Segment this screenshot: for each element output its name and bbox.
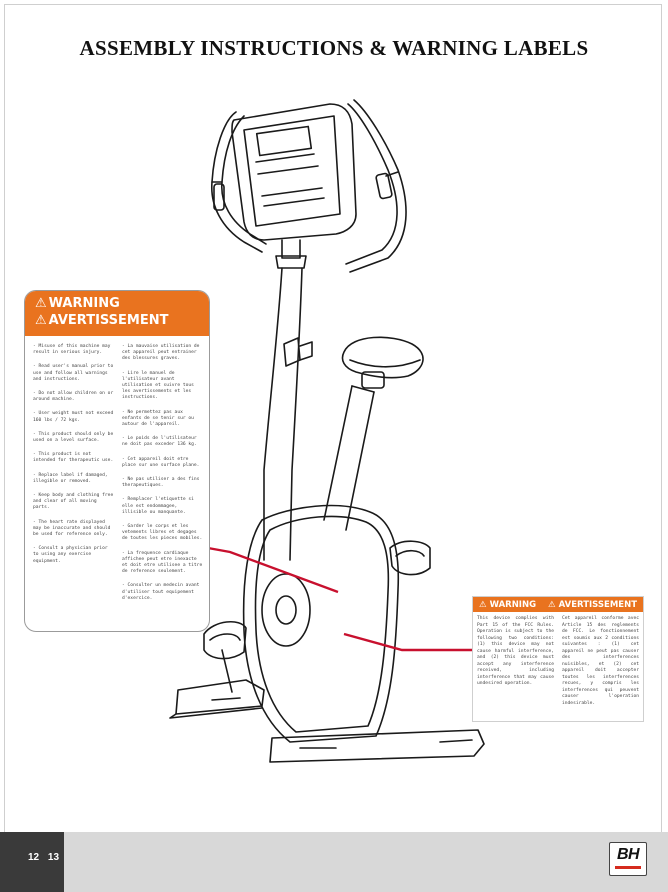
fcc-text-fr: Cet appareil conforme avec Article 15 de…: [562, 616, 639, 706]
warning-triangle-icon: ⚠: [548, 599, 556, 610]
warning-item: - Replace label if damaged, illegible or…: [33, 472, 108, 484]
warning-label-fcc-header: ⚠ WARNING ⚠ AVERTISSEMENT: [473, 597, 643, 612]
warning-item: - Misuse of this machine may result in s…: [33, 344, 111, 356]
warning-item: - Remplacer l'etiquette si elle est endo…: [122, 497, 194, 515]
warning-item: - This product is not intended for thera…: [33, 452, 114, 464]
warning-heading-en: WARNING: [48, 296, 120, 311]
fcc-heading-en: WARNING: [489, 599, 537, 610]
warning-items-fr: - La mauvaise utilisation de cet apparei…: [122, 344, 203, 610]
page-number-right: 13: [47, 852, 60, 863]
bh-logo: BH: [609, 842, 647, 876]
warning-item: - Lire le manuel de l'utilisateur avant …: [122, 370, 194, 401]
warning-item: - Read user's manual prior to use and fo…: [33, 364, 114, 382]
page-numbers: 12 13: [28, 852, 65, 863]
warning-heading-fr: AVERTISSEMENT: [48, 313, 169, 328]
warning-label-main: ⚠ WARNING ⚠ AVERTISSEMENT - Misuse of th…: [24, 290, 210, 632]
fcc-heading-fr: AVERTISSEMENT: [558, 599, 637, 610]
fcc-text-en: This device complies with Part 15 of the…: [477, 616, 554, 686]
warning-item: - La mauvaise utilisation de cet apparei…: [122, 344, 200, 362]
warning-item: - Le poids de l'utilisateur ne doit pas …: [122, 436, 197, 448]
warning-item: - Consult a physician prior to using any…: [33, 546, 108, 564]
warning-item: - The heart rate displayed may be inaccu…: [33, 519, 111, 538]
bh-logo-text: BH: [616, 846, 640, 863]
warning-item: - Consulter un medecin avant d'utiliser …: [122, 583, 200, 601]
warning-item: - La frequence cardiaque affichee peut e…: [122, 550, 203, 575]
warning-triangle-icon: ⚠: [35, 296, 47, 311]
warning-label-fcc: ⚠ WARNING ⚠ AVERTISSEMENT This device co…: [472, 596, 644, 722]
warning-item: - User weight must not exceed 160 lbs / …: [33, 411, 114, 423]
page-title: ASSEMBLY INSTRUCTIONS & WARNING LABELS: [79, 36, 589, 60]
warning-item: - Keep body and clothing free and clear …: [33, 493, 114, 511]
leader-line-1: [207, 546, 339, 594]
page-number-left: 12: [28, 852, 40, 863]
warning-item: - Ne permettez pas aux enfants de se ten…: [122, 409, 194, 428]
warning-items-en: - Misuse of this machine may result in s…: [33, 344, 114, 610]
page-footer: 12 13 BH: [0, 832, 668, 892]
warning-label-main-header: ⚠ WARNING ⚠ AVERTISSEMENT: [25, 291, 209, 336]
warning-item: - Cet appareil doit etre place sur une s…: [122, 456, 200, 468]
footer-page-tab: [0, 832, 64, 892]
warning-item: - Do not allow children on or around mac…: [33, 391, 114, 403]
warning-item: - This product should only be used on a …: [33, 431, 114, 444]
warning-triangle-icon: ⚠: [35, 313, 47, 328]
leader-line-2: [343, 632, 472, 652]
warning-item: - Ne pas utiliser a des fins therapeutiq…: [122, 477, 200, 489]
bh-logo-bar: [615, 866, 641, 869]
warning-item: - Garder le corps et les vetements libre…: [122, 524, 203, 542]
warning-triangle-icon: ⚠: [478, 599, 487, 610]
